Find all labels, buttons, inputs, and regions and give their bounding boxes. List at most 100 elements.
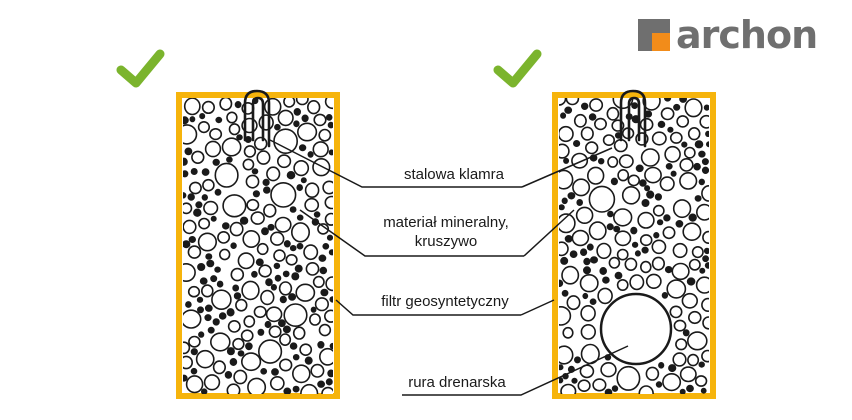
aggregate-stone (695, 276, 709, 294)
aggregate-stone (559, 345, 574, 365)
aggregate-stone (214, 162, 239, 188)
aggregate-stone (597, 287, 613, 305)
aggregate-stone (303, 244, 319, 261)
aggregate-stone (266, 166, 281, 182)
aggregate-stone (257, 328, 265, 336)
aggregate-stone (283, 387, 292, 394)
aggregate-stone (573, 356, 581, 364)
aggregate-stone (616, 278, 629, 291)
aggregate-stone (237, 350, 245, 357)
aggregate-stone (679, 171, 698, 190)
aggregate-stone (292, 326, 306, 340)
aggregate-stone (270, 181, 297, 208)
aggregate-stone (277, 154, 292, 169)
aggregate-stone (327, 121, 333, 129)
aggregate-stone (308, 313, 321, 326)
aggregate-stone (187, 193, 195, 201)
aggregate-stone (318, 254, 327, 262)
aggregate-stone (687, 353, 700, 367)
aggregate-stone (289, 245, 297, 252)
aggregate-stone (559, 204, 565, 211)
aggregate-stone (651, 131, 667, 146)
aggregate-stone (282, 325, 291, 334)
aggregate-stone (663, 214, 671, 222)
aggregate-stone (210, 332, 231, 352)
aggregate-stone (199, 112, 206, 120)
aggregate-stone (660, 107, 675, 121)
aggregate-stone (245, 342, 253, 351)
aggregate-stone (230, 242, 237, 249)
aggregate-stone (579, 274, 599, 293)
aggregate-stone (635, 164, 644, 173)
aggregate-stone (639, 179, 647, 187)
aggregate-stone (672, 352, 687, 367)
aggregate-stone (580, 304, 596, 322)
aggregate-stone (694, 140, 704, 149)
aggregate-stone (241, 280, 260, 301)
aggregate-stone (582, 292, 589, 300)
aggregate-stone (193, 208, 202, 217)
aggregate-stone (561, 265, 580, 285)
aggregate-stone (258, 114, 274, 131)
aggregate-stone (314, 297, 330, 312)
aggregate-stone (207, 326, 215, 334)
aggregate-stone (242, 158, 255, 171)
aggregate-stone (273, 128, 299, 154)
aggregate-stone (279, 333, 292, 346)
aggregate-stone (652, 204, 665, 217)
aggregate-stone (654, 193, 663, 201)
aggregate-stone (296, 214, 304, 221)
aggregate-stone (559, 98, 567, 106)
aggregate-stone (263, 203, 277, 218)
aggregate-stone (214, 266, 221, 273)
aggregate-stone (283, 98, 296, 108)
aggregate-stone (239, 216, 249, 225)
aggregate-stone (675, 338, 688, 351)
aggregate-stone (562, 326, 574, 339)
label-mineral-line2: kruszywo (414, 233, 478, 250)
aggregate-stone (260, 367, 268, 375)
aggregate-stone (325, 378, 333, 386)
aggregate-stone (665, 163, 673, 170)
aggregate-stone (233, 292, 242, 300)
aggregate-stone (559, 169, 574, 190)
aggregate-stone (263, 98, 282, 116)
aggregate-stone (232, 284, 240, 292)
aggregate-stone (188, 236, 197, 244)
aggregate-stone (253, 136, 268, 151)
aggregate-stone (573, 113, 587, 128)
aggregate-stone (592, 378, 607, 392)
aggregate-stone (559, 306, 572, 326)
aggregate-stone (661, 291, 669, 299)
aggregate-stone (296, 184, 304, 192)
aggregate-stone (673, 319, 687, 332)
aggregate-stone (270, 283, 278, 291)
aggregate-stone (294, 264, 303, 273)
aggregate-stone (285, 253, 298, 266)
aggregate-stone (232, 337, 245, 351)
aggregate-stone (206, 259, 215, 268)
aggregate-stone (666, 279, 687, 299)
aggregate-stone (588, 221, 607, 241)
aggregate-stone (195, 349, 215, 369)
aggregate-stone (226, 308, 235, 317)
aggregate-stone (662, 226, 676, 240)
aggregate-stone (588, 113, 597, 121)
aggregate-stone (228, 123, 241, 136)
aggregate-stone (679, 98, 687, 103)
aggregate-stone (216, 280, 224, 288)
aggregate-stone (268, 325, 282, 339)
aggregate-stone (604, 388, 613, 394)
leader-line-pipe (402, 345, 629, 396)
aggregate-stone (293, 160, 310, 177)
aggregate-stone (301, 114, 309, 123)
aggregate-stone (291, 364, 311, 384)
aggregate-stone (292, 354, 300, 361)
aggregate-stone (669, 305, 683, 319)
aggregate-stone (656, 219, 664, 226)
aggregate-stone (190, 348, 198, 356)
aggregate-stone (270, 231, 285, 246)
aggregate-stone (307, 151, 314, 158)
aggregate-stone (183, 157, 188, 166)
